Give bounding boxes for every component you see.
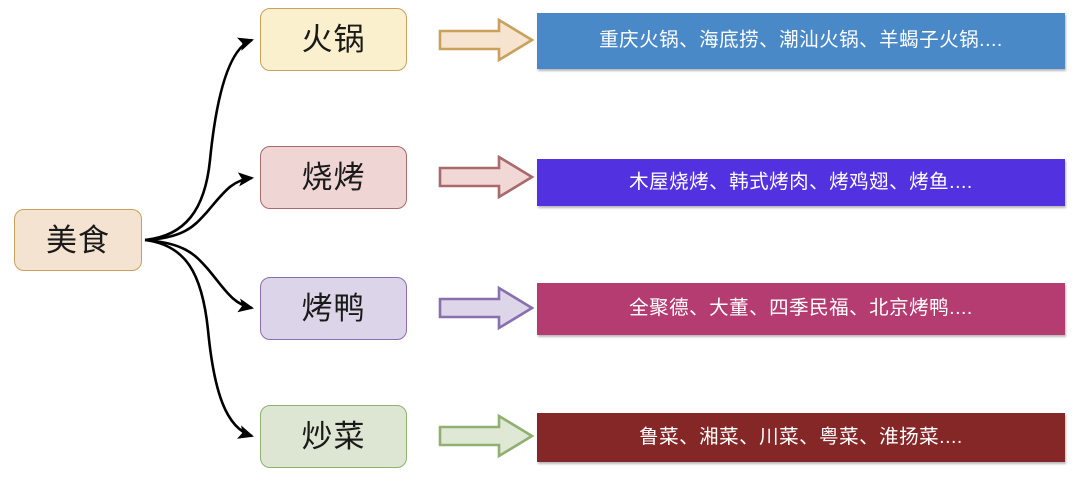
result-bar-bbq[interactable]: 木屋烧烤、韩式烤肉、烤鸡翅、烤鱼.... — [537, 159, 1065, 206]
connector-path-0 — [144, 37, 254, 242]
result-bar-text: 全聚德、大董、四季民福、北京烤鸭.... — [629, 297, 973, 320]
category-box-label: 烤鸭 — [301, 291, 366, 326]
connector-path-1 — [144, 172, 255, 242]
block-arrow-hotpot — [438, 17, 535, 63]
root-node-label: 美食 — [46, 222, 110, 258]
category-box-label: 炒菜 — [301, 419, 366, 454]
result-bar-text: 鲁菜、湘菜、川菜、粤菜、淮扬菜.... — [639, 425, 963, 448]
result-bar-text: 重庆火锅、海底捞、潮汕火锅、羊蝎子火锅.... — [599, 29, 1003, 52]
root-node-food[interactable]: 美食 — [14, 209, 142, 271]
category-box-bbq[interactable]: 烧烤 — [260, 146, 407, 209]
block-arrow-stir-fry — [438, 413, 535, 459]
category-box-roast-duck[interactable]: 烤鸭 — [260, 277, 407, 340]
block-arrow-roast-duck — [438, 285, 535, 331]
category-box-stir-fry[interactable]: 炒菜 — [260, 405, 407, 468]
category-box-label: 火锅 — [301, 22, 366, 57]
result-bar-roast-duck[interactable]: 全聚德、大董、四季民福、北京烤鸭.... — [537, 283, 1065, 335]
result-bar-text: 木屋烧烤、韩式烤肉、烤鸡翅、烤鱼.... — [629, 170, 973, 193]
connector-path-3 — [144, 238, 254, 439]
result-bar-hotpot[interactable]: 重庆火锅、海底捞、潮汕火锅、羊蝎子火锅.... — [537, 13, 1065, 69]
category-box-label: 烧烤 — [301, 160, 366, 195]
connector-path-2 — [144, 238, 255, 313]
result-bar-stir-fry[interactable]: 鲁菜、湘菜、川菜、粤菜、淮扬菜.... — [537, 413, 1065, 462]
block-arrow-bbq — [438, 154, 535, 200]
category-box-hotpot[interactable]: 火锅 — [260, 8, 407, 71]
